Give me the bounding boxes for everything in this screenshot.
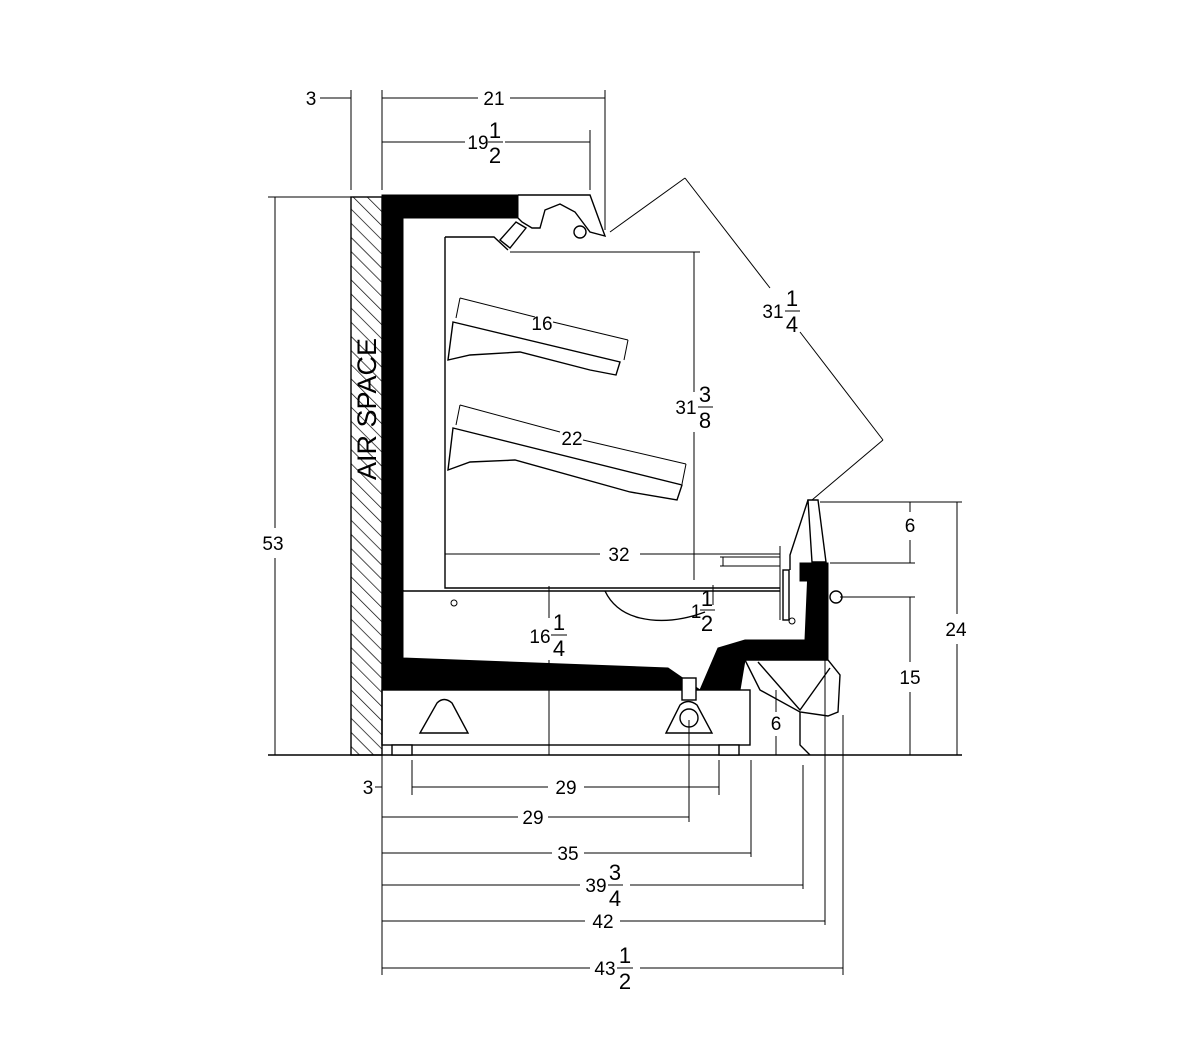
dim-shelf-lower: 22 <box>561 429 582 450</box>
dim-front-top: 6 <box>905 516 916 537</box>
leg-front <box>718 744 740 756</box>
dim-to-kick-den: 4 <box>609 886 621 911</box>
deck-drain-dot <box>450 599 458 607</box>
dim-top-depth: 21 <box>483 89 504 110</box>
canopy-light <box>573 225 587 239</box>
dim-to-kick-num: 3 <box>609 860 621 885</box>
back-wall-insulation <box>381 194 702 691</box>
dim-top-gap: 3 <box>306 89 317 110</box>
dim-overall-den: 2 <box>619 969 631 994</box>
interior-liner <box>444 236 780 589</box>
kick-lower <box>799 712 811 756</box>
kick-triangle <box>757 661 831 712</box>
canopy-vent <box>498 221 528 249</box>
dim-opening-den: 8 <box>699 408 711 433</box>
dim-base-depth: 35 <box>557 844 578 865</box>
dim-opening-whole: 31 <box>675 398 696 419</box>
dim-legs-span: 29 <box>555 778 576 799</box>
dim-canopy-whole: 19 <box>467 133 488 154</box>
dim-bumper-height: 6 <box>771 714 782 735</box>
dim-front-lower: 15 <box>899 668 920 689</box>
dim-opening-num: 3 <box>699 382 711 407</box>
dim-overall-num: 1 <box>619 943 631 968</box>
dim-well-den: 4 <box>553 636 565 661</box>
front-glass-frame <box>807 499 827 563</box>
dim-canopy-num: 1 <box>489 118 501 143</box>
dim-deck-depth: 32 <box>608 545 629 566</box>
dim-to-kick-whole: 39 <box>585 876 606 897</box>
dim-well-whole: 16 <box>529 627 550 648</box>
front-post <box>782 569 790 621</box>
dim-overall-whole: 43 <box>594 959 615 980</box>
front-glass-brace <box>789 499 809 570</box>
shelf-lower <box>447 427 683 501</box>
dimension-lines <box>268 90 962 975</box>
case-body <box>381 194 843 756</box>
wall-hatch <box>350 196 383 756</box>
dim-deck-small-whole: 1 <box>691 602 702 623</box>
dim-overall-height: 53 <box>262 534 283 555</box>
base-cutout-left <box>418 698 470 734</box>
dim-well-num: 1 <box>553 610 565 635</box>
dim-to-drain: 29 <box>522 808 543 829</box>
drain-pipe <box>681 677 697 701</box>
dim-deck-small-den: 2 <box>701 611 713 636</box>
air-space-label: AIR SPACE <box>352 338 382 480</box>
front-kick <box>744 659 841 717</box>
dim-to-rail: 42 <box>592 912 613 933</box>
dim-canopy-den: 2 <box>489 143 501 168</box>
dim-deck-small-num: 1 <box>701 586 713 611</box>
shelf-upper <box>447 321 621 376</box>
dim-glass-num: 1 <box>786 286 798 311</box>
deck-pan <box>402 590 780 592</box>
dim-bottom-gap: 3 <box>363 778 374 799</box>
leg-rear <box>391 744 413 756</box>
front-rail-block <box>799 562 829 582</box>
front-post-dot <box>788 617 796 625</box>
case-base <box>381 689 751 746</box>
dim-shelf-upper: 16 <box>531 314 552 335</box>
dim-front-total: 24 <box>945 620 967 641</box>
canopy-housing <box>517 194 607 238</box>
dim-glass-den: 4 <box>786 312 798 337</box>
deck-well <box>604 590 706 622</box>
dimension-labels: 3 21 19 1 2 31 1 4 31 3 8 16 22 32 16 1 … <box>262 89 967 994</box>
dim-glass-whole: 31 <box>762 302 783 323</box>
